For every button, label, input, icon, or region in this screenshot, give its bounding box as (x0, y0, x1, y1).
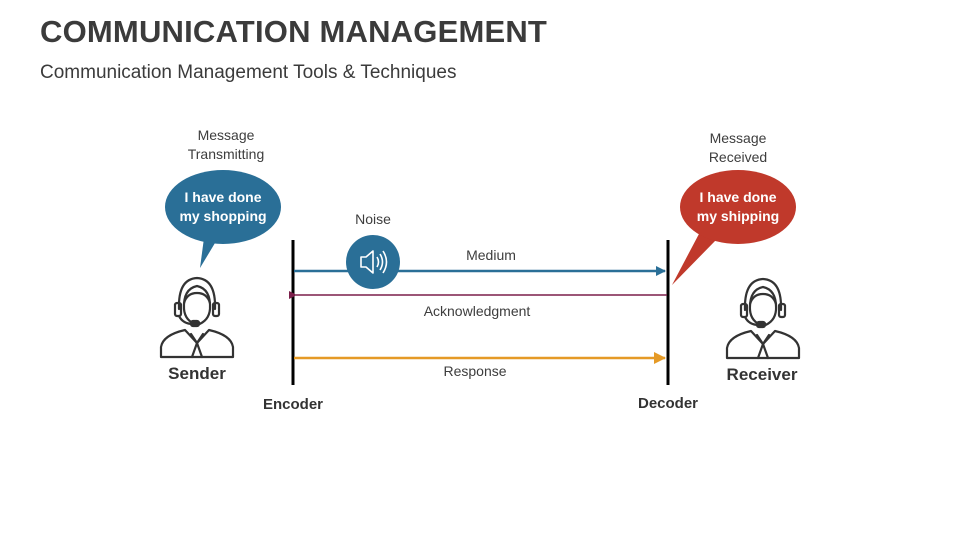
receiver-caption: Message Received (678, 129, 798, 167)
noise-label: Noise (355, 211, 391, 227)
sender-person-icon (159, 276, 235, 359)
receiver-person-icon (725, 277, 801, 360)
acknowledgment-label: Acknowledgment (423, 303, 531, 319)
sender-bubble-line2: my shopping (179, 208, 267, 224)
receiver-caption-line1: Message (709, 130, 767, 146)
sender-caption-line1: Message (197, 127, 255, 143)
medium-label: Medium (466, 247, 516, 263)
slide-subtitle: Communication Management Tools & Techniq… (40, 62, 457, 83)
sender-label: Sender (168, 364, 226, 383)
sender-bubble-line1: I have done (184, 189, 262, 205)
receiver-caption-line2: Received (708, 149, 768, 165)
decoder-label: Decoder (637, 395, 699, 412)
speaker-icon (360, 250, 388, 274)
receiver-bubble-line1: I have done (699, 189, 777, 205)
sender-caption: Message Transmitting (166, 126, 286, 164)
receiver-bubble-line2: my shipping (696, 208, 780, 224)
response-label: Response (443, 363, 507, 379)
sender-bubble-text: I have done my shopping (166, 188, 280, 226)
sender-bubble (165, 170, 281, 268)
receiver-bubble-text: I have done my shipping (681, 188, 795, 226)
receiver-label: Receiver (726, 365, 798, 384)
slide-title: COMMUNICATION MANAGEMENT (40, 14, 548, 49)
encoder-label: Encoder (262, 396, 323, 413)
sender-caption-line2: Transmitting (187, 146, 265, 162)
receiver-bubble (672, 170, 796, 285)
